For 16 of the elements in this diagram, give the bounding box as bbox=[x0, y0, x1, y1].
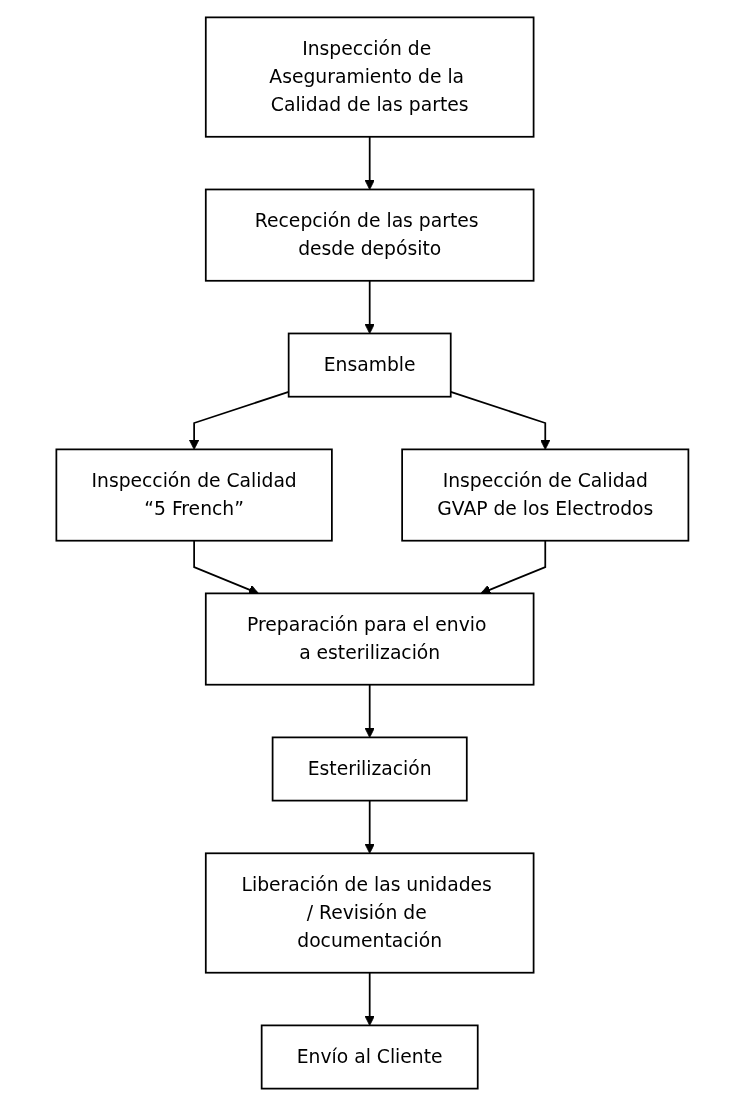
node-box: Preparación para el envio a esterilización bbox=[204, 592, 535, 686]
node-box: Inspección de Calidad “5 French” bbox=[55, 448, 333, 542]
arrow bbox=[364, 279, 375, 334]
arrow bbox=[192, 539, 259, 595]
node-box: Recepción de las partes desde depósito bbox=[204, 188, 535, 282]
arrow bbox=[364, 135, 375, 190]
node-box: Esterilización bbox=[271, 736, 468, 802]
arrow bbox=[480, 539, 546, 595]
node-box: Envío al Cliente bbox=[260, 1024, 479, 1090]
node-box: Inspección de Aseguramiento de la Calidad de las partes bbox=[204, 16, 535, 138]
arrow bbox=[364, 683, 375, 738]
arrow bbox=[364, 971, 375, 1026]
node-box: Liberación de las unidades / Revisión de documentación bbox=[204, 852, 535, 974]
arrow bbox=[364, 799, 375, 854]
node-box: Inspección de Calidad GVAP de los Electrodos bbox=[400, 448, 689, 542]
node-box: Ensamble bbox=[287, 332, 452, 398]
